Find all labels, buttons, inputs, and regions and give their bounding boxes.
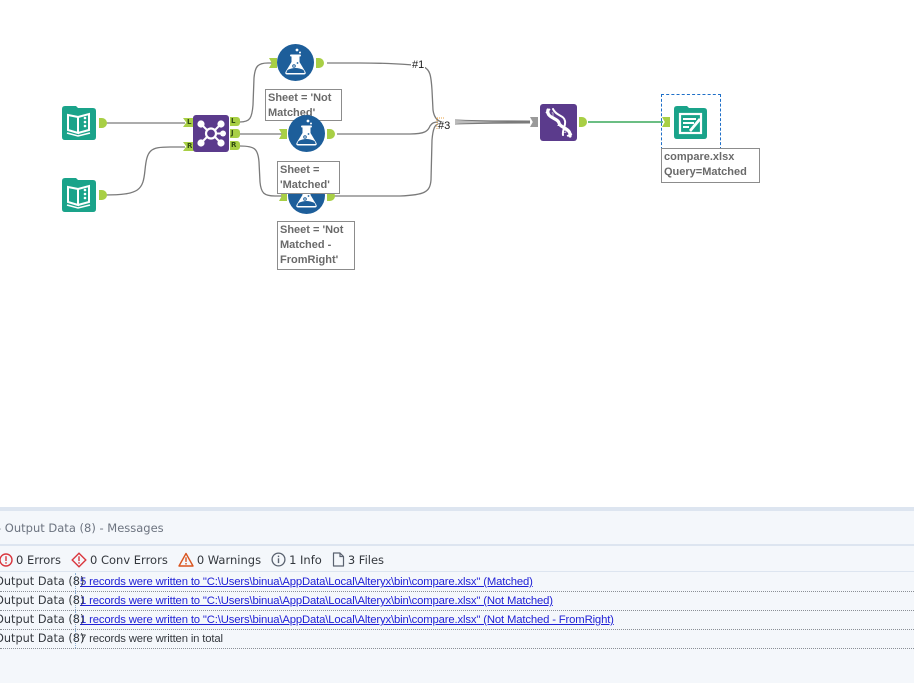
join-input-anchor-l[interactable]: L xyxy=(183,118,194,127)
join-icon xyxy=(193,115,229,152)
input-data-tool-right[interactable] xyxy=(60,176,98,214)
join-output-anchor-r[interactable]: R xyxy=(230,141,240,150)
message-link[interactable]: 1 records were written to "C:\Users\binu… xyxy=(80,614,614,626)
formula-tool-matched[interactable] xyxy=(288,115,325,152)
filter-warnings-button[interactable]: 0 Warnings xyxy=(178,552,261,567)
connection-join-l-to-formula-not-matched[interactable] xyxy=(239,62,276,123)
formula-not-matched-input-anchor[interactable] xyxy=(269,58,277,68)
svg-text:3: 3 xyxy=(563,128,567,135)
column-separator xyxy=(75,630,76,648)
input-left-output-anchor[interactable] xyxy=(99,118,107,128)
filter-files-button[interactable]: 3 Files xyxy=(332,552,384,567)
workflow-canvas[interactable]: #1 #3 xyxy=(0,0,914,507)
message-list: Output Data (8) 5 records were written t… xyxy=(0,573,914,649)
wire-junction-marker xyxy=(436,117,445,130)
connection-bundle-to-union[interactable] xyxy=(454,119,531,125)
message-row[interactable]: Output Data (8) 1 records were written t… xyxy=(0,611,914,630)
info-count-label: 1 Info xyxy=(289,552,322,567)
results-panel: - Output Data (8) - Messages 0 Errors 0 … xyxy=(0,507,914,683)
warnings-count-label: 0 Warnings xyxy=(196,552,262,567)
svg-text:1: 1 xyxy=(551,112,555,119)
column-separator xyxy=(75,573,76,591)
annotation-output-data: compare.xlsx Query=Matched xyxy=(661,148,760,183)
results-panel-header: - Output Data (8) - Messages xyxy=(0,511,914,546)
union-input-anchor[interactable] xyxy=(530,117,538,127)
message-tool-name[interactable]: Output Data (8) xyxy=(0,613,85,626)
book-icon xyxy=(62,106,96,140)
connection-layer xyxy=(103,62,663,197)
message-link[interactable]: 1 records were written to "C:\Users\binu… xyxy=(80,595,553,607)
union-tool[interactable]: 1 2 3 xyxy=(540,104,577,141)
message-filter-bar: 0 Errors 0 Conv Errors 0 Warnings xyxy=(0,548,914,572)
join-input-anchor-r[interactable]: R xyxy=(183,142,194,151)
message-row[interactable]: Output Data (8) 5 records were written t… xyxy=(0,573,914,592)
flask-icon xyxy=(277,44,314,81)
message-link[interactable]: 5 records were written to "C:\Users\binu… xyxy=(80,576,533,588)
results-panel-title: - Output Data (8) - Messages xyxy=(0,521,164,535)
connection-label-3: #3 xyxy=(438,120,451,132)
message-tool-name[interactable]: Output Data (8) xyxy=(0,594,85,607)
connection-label-1: #1 xyxy=(411,59,426,71)
message-row[interactable]: Output Data (8) 1 records were written t… xyxy=(0,592,914,611)
conv-errors-count-label: 0 Conv Errors xyxy=(90,552,168,567)
filter-info-button[interactable]: 1 Info xyxy=(271,552,322,567)
filter-conv-errors-button[interactable]: 0 Conv Errors xyxy=(71,551,168,568)
annotation-formula-matched: Sheet = 'Matched' xyxy=(277,161,340,194)
flask-icon xyxy=(288,115,325,152)
svg-text:2: 2 xyxy=(557,121,561,128)
message-row[interactable]: Output Data (8) 7 records were written i… xyxy=(0,630,914,649)
formula-not-matched-right-input-anchor[interactable] xyxy=(279,191,287,201)
error-icon xyxy=(0,552,13,567)
files-count-label: 3 Files xyxy=(347,552,385,567)
join-output-anchor-l[interactable]: L xyxy=(230,117,240,126)
output-data-input-anchor[interactable] xyxy=(662,117,670,127)
output-data-tool[interactable] xyxy=(672,104,709,141)
errors-count-label: 0 Errors xyxy=(16,552,61,567)
input-right-output-anchor[interactable] xyxy=(99,190,107,200)
join-output-anchor-j[interactable]: J xyxy=(230,129,240,138)
message-tool-name[interactable]: Output Data (8) xyxy=(0,575,85,588)
column-separator xyxy=(75,592,76,610)
info-icon xyxy=(271,552,286,567)
message-text: 7 records were written in total xyxy=(80,633,223,645)
connection-formula-not-matched-right-to-union[interactable] xyxy=(332,123,439,197)
output-sheet-icon xyxy=(674,106,707,139)
formula-not-matched-output-anchor[interactable] xyxy=(316,58,324,68)
warning-icon xyxy=(178,552,194,567)
input-data-tool-left[interactable] xyxy=(60,104,98,142)
message-tool-name[interactable]: Output Data (8) xyxy=(0,632,85,645)
join-tool[interactable] xyxy=(193,115,229,152)
conversion-error-icon xyxy=(71,551,87,568)
union-output-anchor[interactable] xyxy=(579,117,587,127)
dna-icon: 1 2 3 xyxy=(540,104,577,141)
connection-join-r-to-formula-not-matched-right[interactable] xyxy=(239,145,282,197)
formula-tool-not-matched[interactable] xyxy=(277,44,314,81)
formula-matched-input-anchor[interactable] xyxy=(279,129,287,139)
formula-matched-output-anchor[interactable] xyxy=(327,129,335,139)
column-separator xyxy=(75,611,76,629)
file-icon xyxy=(332,552,344,567)
formula-not-matched-right-output-anchor[interactable] xyxy=(327,191,335,201)
connection-input-right-to-join[interactable] xyxy=(103,146,185,196)
connection-formula-not-matched-to-union[interactable] xyxy=(327,62,443,123)
book-icon xyxy=(62,178,96,212)
annotation-formula-not-matched-right: Sheet = 'Not Matched - FromRight' xyxy=(277,221,355,270)
connection-formula-matched-to-union[interactable] xyxy=(337,121,439,135)
filter-errors-button[interactable]: 0 Errors xyxy=(0,553,61,567)
